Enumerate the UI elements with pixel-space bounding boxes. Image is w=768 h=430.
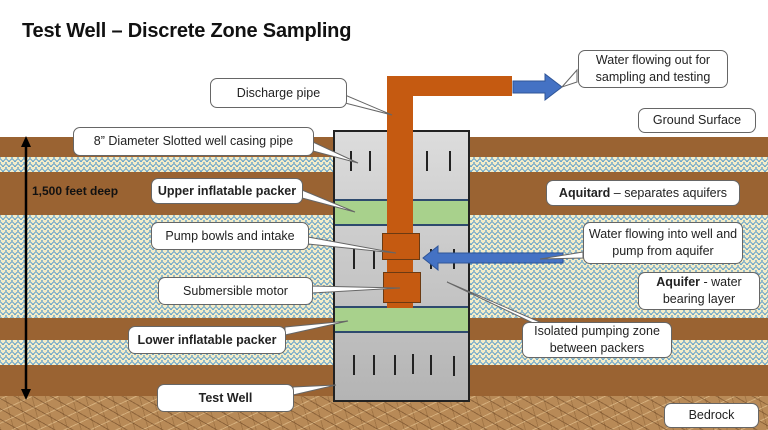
callout-text: Bedrock <box>688 408 735 422</box>
callout-ground-surface: Ground Surface <box>638 108 756 133</box>
depth-arrow-icon <box>21 136 31 400</box>
callout-upper-packer: Upper inflatable packer <box>151 178 303 204</box>
callout-text: 8” Diameter Slotted well casing pipe <box>93 134 294 148</box>
casing-slot <box>449 151 451 171</box>
pointer-casing <box>312 141 359 164</box>
flow-in-arrow-icon <box>422 244 564 272</box>
pointer-upper-packer <box>301 189 356 213</box>
callout-text: Ground Surface <box>652 113 742 127</box>
callout-text: Lower inflatable packer <box>137 332 277 347</box>
discharge-pipe-horizontal <box>387 76 512 96</box>
casing-slot <box>353 355 355 375</box>
callout-aquitard: Aquitard – separates aquifers <box>546 180 740 206</box>
callout-text: – separates aquifers <box>610 185 728 200</box>
callout-aquifer: Aquifer - water bearing layer <box>638 272 760 310</box>
callout-pump-bowls: Pump bowls and intake <box>151 222 309 250</box>
diagram-title: Test Well – Discrete Zone Sampling <box>22 20 352 42</box>
depth-label: 1,500 feet deep <box>32 184 119 198</box>
callout-text: - water bearing layer <box>662 275 742 306</box>
casing-slot <box>426 151 428 171</box>
callout-text: Water flowing out for sampling and testi… <box>595 53 711 84</box>
callout-text: Upper inflatable packer <box>157 183 297 198</box>
callout-text: Submersible motor <box>183 283 288 298</box>
callout-text-bold: Aquitard <box>558 185 611 200</box>
callout-text: Isolated pumping zone between packers <box>534 324 660 355</box>
casing-slot <box>373 355 375 375</box>
callout-water-out: Water flowing out for sampling and testi… <box>578 50 728 88</box>
callout-submersible-motor: Submersible motor <box>158 277 313 305</box>
pointer-discharge <box>344 94 393 116</box>
pointer-motor <box>311 285 401 294</box>
callout-discharge-pipe: Discharge pipe <box>210 78 347 108</box>
casing-slot <box>373 249 375 269</box>
callout-test-well: Test Well <box>157 384 294 412</box>
callout-isolated-zone: Isolated pumping zone between packers <box>522 322 672 358</box>
pointer-pump-bowls <box>307 236 397 254</box>
casing-slot <box>394 355 396 375</box>
callout-water-in: Water flowing into well and pump from aq… <box>583 222 743 264</box>
pointer-lower-packer <box>284 320 349 336</box>
casing-slot <box>453 356 455 376</box>
casing-slot <box>369 151 371 171</box>
pump-bowls <box>382 233 420 260</box>
pointer-isolated <box>446 281 543 324</box>
callout-text: Test Well <box>198 390 253 405</box>
callout-text: Pump bowls and intake <box>165 228 295 243</box>
callout-bedrock: Bedrock <box>664 403 759 428</box>
casing-slot <box>430 355 432 375</box>
callout-lower-packer: Lower inflatable packer <box>128 326 286 354</box>
callout-text-bold: Aquifer <box>656 275 701 289</box>
pointer-water-out <box>560 68 578 89</box>
callout-text: Discharge pipe <box>236 85 321 100</box>
callout-casing-pipe: 8” Diameter Slotted well casing pipe <box>73 127 314 156</box>
casing-slot <box>353 249 355 269</box>
callout-text: Water flowing into well and pump from aq… <box>588 227 738 258</box>
pointer-test-well <box>292 384 337 396</box>
casing-slot <box>412 354 414 374</box>
flow-out-arrow-icon <box>512 72 563 102</box>
